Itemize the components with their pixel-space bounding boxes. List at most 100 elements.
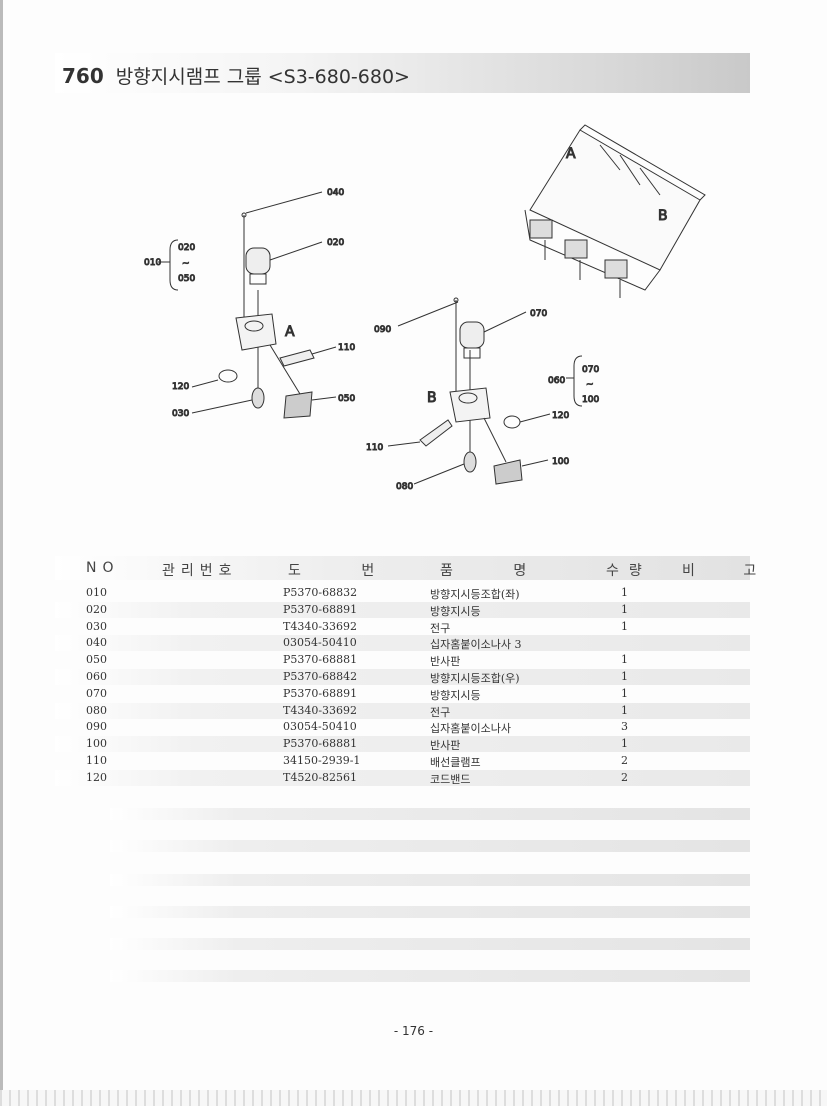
row-part-name: 전구: [430, 705, 451, 719]
row-part-name: 전구: [430, 621, 451, 635]
row-no: 110: [86, 754, 107, 767]
row-qty: 1: [621, 619, 628, 633]
label-070: 070: [530, 309, 547, 319]
scan-bottom-edge: [0, 1090, 827, 1106]
row-no: 030: [86, 619, 107, 633]
col-no: NO: [86, 560, 120, 576]
row-drawing-no: P5370-68832: [283, 586, 358, 599]
col-remark: 비 고: [682, 563, 779, 579]
row-drawing-no: T4340-33692: [283, 619, 358, 633]
page-number: - 176 -: [393, 1024, 434, 1038]
row-no: 010: [86, 586, 107, 599]
group-title: 방향지시램프 그룹: [115, 66, 262, 88]
row-no: 100: [86, 737, 107, 751]
row-part-name: 방향지시등: [430, 604, 481, 618]
row-qty: 1: [621, 586, 628, 599]
table-row: 110 34150-2939-1 배선클램프 2: [55, 753, 750, 769]
exploded-parts-diagram: 040 020 010 020 ~ 050 A 110 120 030 050: [144, 124, 706, 493]
label-010-tilde: ~: [182, 259, 190, 269]
label-020: 020: [327, 238, 344, 248]
row-qty: 1: [621, 686, 628, 700]
col-mgmt-no: 관리번호: [162, 563, 238, 579]
row-qty: 2: [621, 770, 628, 784]
label-060-tilde: ~: [586, 380, 594, 390]
col-drawing-no: 도 번: [288, 563, 403, 579]
row-qty: 1: [621, 737, 628, 751]
group-number: 760: [62, 64, 104, 88]
row-drawing-no: P5370-68842: [283, 670, 358, 683]
row-no: 090: [86, 720, 107, 734]
row-drawing-no: P5370-68891: [283, 602, 358, 616]
row-qty: 1: [621, 653, 628, 667]
table-row: 070 P5370-68891 방향지시등 1: [55, 686, 750, 702]
bucket-illustration: [524, 124, 706, 298]
row-drawing-no: P5370-68891: [283, 686, 358, 700]
row-drawing-no: P5370-68881: [283, 653, 358, 667]
row-part-name: 방향지시등조합(우): [430, 672, 520, 685]
row-part-name: 코드밴드: [430, 772, 471, 786]
row-drawing-no: T4340-33692: [283, 703, 358, 717]
row-no: 120: [86, 770, 107, 784]
row-no: 070: [86, 686, 107, 700]
right-lamp-assembly: [387, 297, 583, 485]
page-title: 760 방향지시램프 그룹 <S3-680-680>: [62, 62, 410, 89]
scan-edge: [0, 0, 3, 1106]
label-110-left: 110: [338, 343, 355, 353]
row-qty: 1: [621, 670, 628, 683]
label-B-right: B: [427, 390, 437, 406]
group-code: <S3-680-680>: [267, 66, 410, 88]
row-part-name: 반사판: [430, 739, 461, 753]
label-100: 100: [552, 457, 569, 467]
table-row: 080 T4340-33692 전구 1: [55, 702, 750, 719]
label-B-bucket: B: [658, 208, 668, 224]
row-part-name: 배선클램프: [430, 756, 481, 769]
label-010: 010: [144, 258, 161, 268]
blank-row: [110, 970, 750, 982]
label-120-left: 120: [172, 382, 189, 392]
label-120-right: 120: [552, 411, 569, 421]
blank-row: [110, 938, 750, 950]
label-010-from: 020: [178, 243, 195, 253]
table-row: 040 03054-50410 십자홈붙이소나사 3: [55, 635, 750, 652]
label-060: 060: [548, 376, 565, 386]
row-qty: 1: [621, 602, 628, 616]
row-drawing-no: 34150-2939-1: [283, 754, 361, 767]
row-part-name: 십자홈붙이소나사: [430, 722, 511, 736]
blank-row: [110, 840, 750, 852]
row-drawing-no: T4520-82561: [283, 770, 358, 784]
label-040: 040: [327, 188, 344, 198]
table-row: 090 03054-50410 십자홈붙이소나사 3: [55, 719, 750, 735]
row-qty: 1: [621, 703, 628, 717]
row-drawing-no: 03054-50410: [283, 636, 357, 650]
row-drawing-no: 03054-50410: [283, 720, 357, 734]
row-qty: 3: [621, 720, 628, 734]
blank-row: [110, 906, 750, 918]
table-row: 100 P5370-68881 반사판 1: [55, 736, 750, 753]
col-part-name: 품 명: [440, 563, 555, 579]
row-part-name: 반사판: [430, 655, 461, 669]
table-row: 120 T4520-82561 코드밴드 2: [55, 769, 750, 786]
row-part-name: 방향지시등: [430, 688, 481, 702]
row-part-name: 십자홈붙이소나사 3: [430, 638, 522, 652]
blank-row: [110, 874, 750, 886]
label-060-from: 070: [582, 365, 599, 375]
label-010-to: 050: [178, 274, 195, 284]
table-row: 020 P5370-68891 방향지시등 1: [55, 601, 750, 618]
row-no: 040: [86, 636, 107, 650]
row-no: 020: [86, 602, 107, 616]
label-060-to: 100: [582, 395, 599, 405]
title-band: [55, 53, 750, 93]
col-qty: 수량: [606, 563, 652, 579]
label-050: 050: [338, 394, 355, 404]
row-drawing-no: P5370-68881: [283, 737, 358, 751]
row-no: 060: [86, 670, 107, 683]
blank-row: [110, 808, 750, 820]
label-090: 090: [374, 325, 391, 335]
row-qty: 2: [621, 754, 628, 767]
row-no: 080: [86, 703, 107, 717]
table-row: 060 P5370-68842 방향지시등조합(우) 1: [55, 669, 750, 685]
left-lamp-assembly: [158, 191, 337, 419]
table-header-band: [55, 556, 750, 580]
